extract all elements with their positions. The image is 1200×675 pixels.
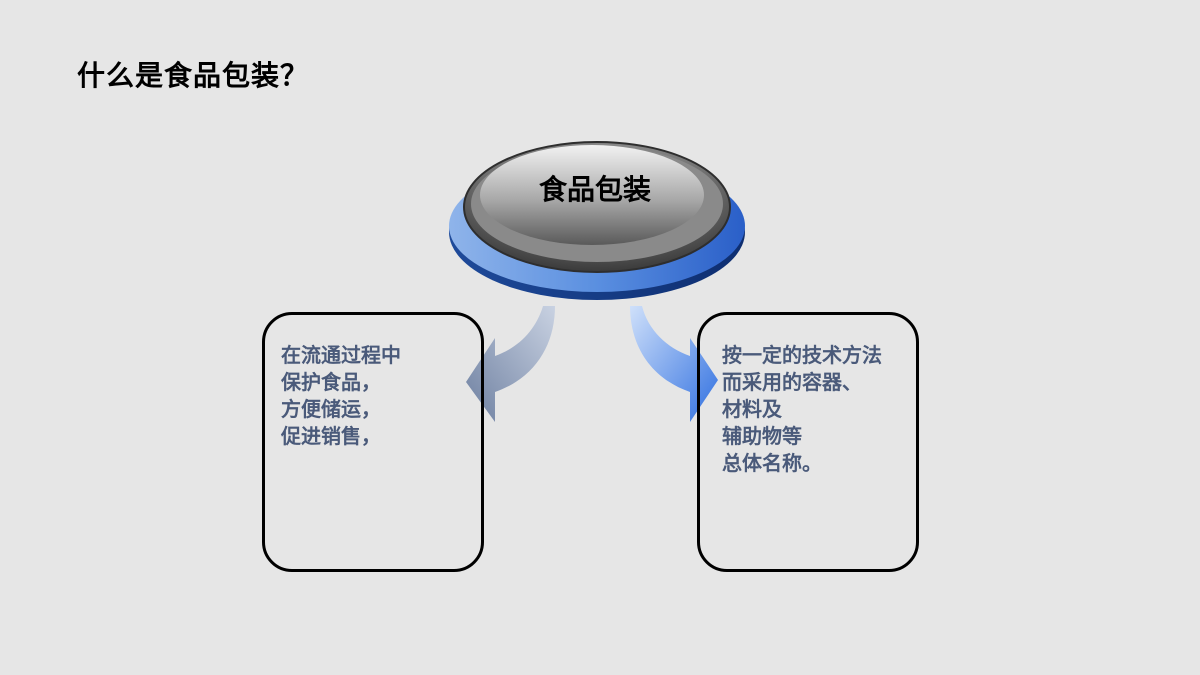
right-box-text: 按一定的技术方法 而采用的容器、 材料及 辅助物等 总体名称。 <box>722 342 882 477</box>
right-box <box>697 312 919 572</box>
right-box-line: 按一定的技术方法 <box>722 343 882 367</box>
arrow-right <box>630 306 718 422</box>
left-box <box>262 312 484 572</box>
right-box-line: 总体名称。 <box>722 451 822 475</box>
left-box-line: 保护食品， <box>281 370 381 394</box>
page-title: 什么是食品包装？ <box>77 59 310 92</box>
left-box-text: 在流通过程中 保护食品， 方便储运， 促进销售， <box>281 342 401 450</box>
right-box-line: 辅助物等 <box>722 424 802 448</box>
center-node <box>449 141 745 300</box>
center-label: 食品包装 <box>538 173 651 206</box>
left-box-line: 方便储运， <box>281 397 381 421</box>
left-box-line: 促进销售， <box>281 424 381 448</box>
left-box-line: 在流通过程中 <box>281 343 401 367</box>
center-disc-inner <box>480 145 704 245</box>
arrow-left <box>466 306 555 422</box>
right-box-line: 材料及 <box>722 397 782 421</box>
right-box-line: 而采用的容器、 <box>722 370 862 394</box>
